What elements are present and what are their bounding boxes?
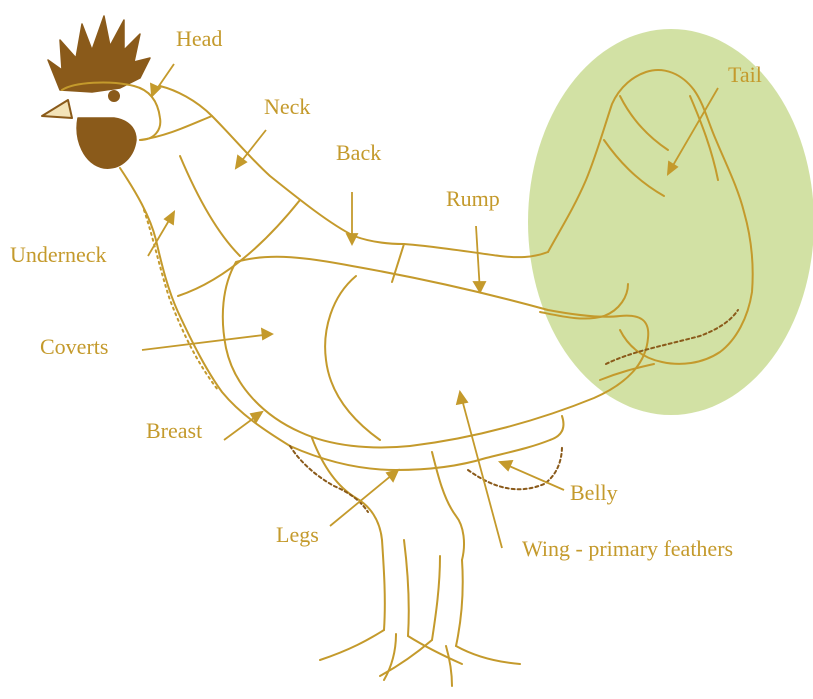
leg-right-upper	[432, 452, 464, 560]
beak-shape	[42, 100, 72, 118]
hackle-line	[180, 156, 240, 256]
label-legs: Legs	[276, 522, 319, 547]
wing-arrow	[460, 392, 502, 548]
label-wing-primary: Wing - primary feathers	[522, 536, 733, 561]
leg-right-shank	[432, 556, 463, 646]
wattle-shape	[77, 118, 136, 168]
tail-highlight-ellipse	[528, 29, 813, 415]
label-neck: Neck	[264, 94, 310, 119]
feet-left	[320, 630, 462, 680]
belly-arrowhead	[500, 461, 512, 470]
legs-arrowhead	[387, 470, 398, 481]
underneck-arrowhead	[165, 212, 174, 224]
label-breast: Breast	[146, 418, 202, 443]
comb-shape	[48, 16, 150, 92]
label-belly: Belly	[570, 480, 618, 505]
feet-right	[380, 640, 520, 686]
leg-left-upper	[312, 438, 382, 540]
eye-shape	[109, 91, 119, 101]
thigh-texture	[290, 446, 368, 512]
label-underneck: Underneck	[10, 242, 107, 267]
wing-inner-line	[325, 276, 380, 440]
back-arrowhead	[347, 234, 357, 244]
neck-top-line	[160, 86, 548, 257]
coverts-arrow	[142, 334, 272, 350]
coverts-arrowhead	[262, 329, 272, 339]
label-head: Head	[176, 26, 222, 51]
legs-arrow	[330, 470, 398, 526]
label-coverts: Coverts	[40, 334, 108, 359]
label-rump: Rump	[446, 186, 500, 211]
label-tail: Tail	[728, 62, 762, 87]
label-back: Back	[336, 140, 381, 165]
saddle-line	[178, 200, 300, 296]
leg-left-shank	[382, 540, 409, 636]
neck-cape-line	[140, 116, 212, 140]
wing-arrowhead	[457, 392, 467, 404]
